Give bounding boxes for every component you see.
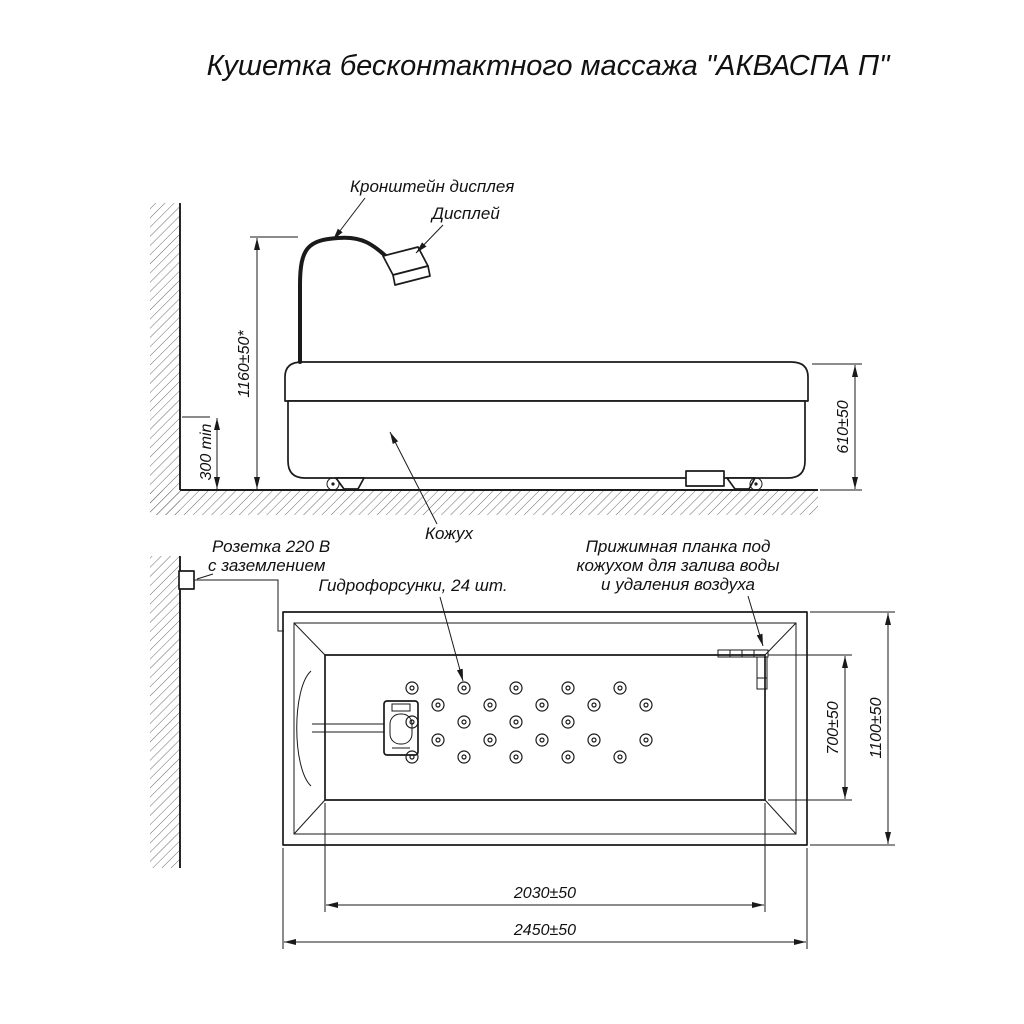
socket-label-line1: Розетка 220 В bbox=[212, 537, 330, 556]
power-socket bbox=[178, 570, 284, 632]
nozzle-icon bbox=[457, 681, 471, 695]
nozzle-icon bbox=[483, 698, 497, 712]
nozzle-icon bbox=[509, 715, 523, 729]
dim-basin-width: 700±50 bbox=[768, 654, 852, 801]
socket-label-line2: с заземлением bbox=[208, 556, 326, 575]
dim-overall-length-text: 2450±50 bbox=[513, 922, 576, 939]
wall-lower bbox=[150, 556, 181, 868]
right-leg bbox=[726, 477, 756, 490]
dim-basin-length: 2030±50 bbox=[324, 803, 766, 912]
dim-overall-width-text: 1100±50 bbox=[868, 697, 885, 758]
right-caster-icon bbox=[749, 477, 763, 491]
couch-body bbox=[284, 361, 809, 491]
bracket-label: Кронштейн дисплея bbox=[350, 177, 514, 196]
equipment-box bbox=[685, 470, 725, 487]
wall-upper bbox=[150, 203, 181, 515]
dim-couch-height: 610±50 bbox=[812, 363, 862, 491]
dim-overall-width: 1100±50 bbox=[810, 611, 895, 846]
nozzle-icon bbox=[535, 698, 549, 712]
left-leg bbox=[335, 477, 365, 490]
clamp-label-line1: Прижимная планка под bbox=[586, 537, 771, 556]
left-caster-icon bbox=[326, 477, 340, 491]
cover-label: Кожух bbox=[425, 524, 473, 543]
nozzle-icon bbox=[483, 733, 497, 747]
nozzle-icon bbox=[405, 750, 419, 764]
nozzle-icon bbox=[639, 733, 653, 747]
dim-bracket-height: 1160±50* bbox=[236, 236, 298, 489]
dim-socket-height: 300 min bbox=[182, 416, 220, 489]
nozzle-icon bbox=[457, 715, 471, 729]
clamp-label-line3: и удаления воздуха bbox=[601, 575, 755, 594]
clamp-label-line2: кожухом для залива воды bbox=[577, 556, 780, 575]
nozzle-icon bbox=[405, 681, 419, 695]
side-view: Кронштейн дисплея Дисплей Кожух 1160±50*… bbox=[150, 177, 862, 543]
display-bracket bbox=[298, 235, 397, 364]
nozzle-icon bbox=[431, 698, 445, 712]
nozzle-icon bbox=[509, 681, 523, 695]
nozzle-icon bbox=[457, 750, 471, 764]
nozzle-icon bbox=[561, 715, 575, 729]
nozzle-icon bbox=[639, 698, 653, 712]
power-cable bbox=[194, 579, 284, 632]
nozzle-icon bbox=[431, 733, 445, 747]
bracket-callout: Кронштейн дисплея bbox=[332, 177, 514, 241]
right-caster-hub bbox=[754, 482, 758, 486]
nozzle-field bbox=[405, 681, 653, 764]
dim-basin-length-text: 2030±50 bbox=[513, 885, 576, 902]
left-caster-hub bbox=[331, 482, 335, 486]
drawing-title: Кушетка бесконтактного массажа "АКВАСПА … bbox=[207, 50, 891, 82]
nozzle-icon bbox=[405, 715, 419, 729]
cover-callout: Кожух bbox=[389, 431, 473, 543]
nozzle-icon bbox=[561, 750, 575, 764]
nozzle-icon bbox=[509, 750, 523, 764]
nozzle-icon bbox=[561, 681, 575, 695]
nozzle-icon bbox=[613, 750, 627, 764]
dim-socket-height-text: 300 min bbox=[198, 423, 215, 480]
dim-basin-width-text: 700±50 bbox=[825, 701, 842, 754]
clamp-bar bbox=[717, 649, 769, 690]
floor bbox=[150, 489, 818, 515]
socket-callout: Розетка 220 В с заземлением bbox=[208, 537, 330, 575]
nozzle-icon bbox=[535, 733, 549, 747]
clamp-callout: Прижимная планка под кожухом для залива … bbox=[577, 537, 780, 647]
dim-bracket-height-text: 1160±50* bbox=[236, 330, 253, 398]
display bbox=[382, 246, 431, 286]
nozzle-icon bbox=[587, 733, 601, 747]
dim-couch-height-text: 610±50 bbox=[835, 400, 852, 453]
carriage bbox=[312, 700, 419, 756]
headrest-arc bbox=[296, 670, 312, 787]
nozzle-icon bbox=[587, 698, 601, 712]
nozzles-callout: Гидрофорсунки, 24 шт. bbox=[318, 576, 508, 682]
dim-overall-length: 2450±50 bbox=[282, 848, 808, 949]
nozzles-label: Гидрофорсунки, 24 шт. bbox=[318, 576, 507, 595]
couch-plan bbox=[282, 611, 808, 846]
nozzle-icon bbox=[613, 681, 627, 695]
display-label: Дисплей bbox=[430, 204, 500, 223]
top-view: Розетка 220 В с заземлением bbox=[150, 537, 895, 949]
display-callout: Дисплей bbox=[415, 204, 500, 254]
